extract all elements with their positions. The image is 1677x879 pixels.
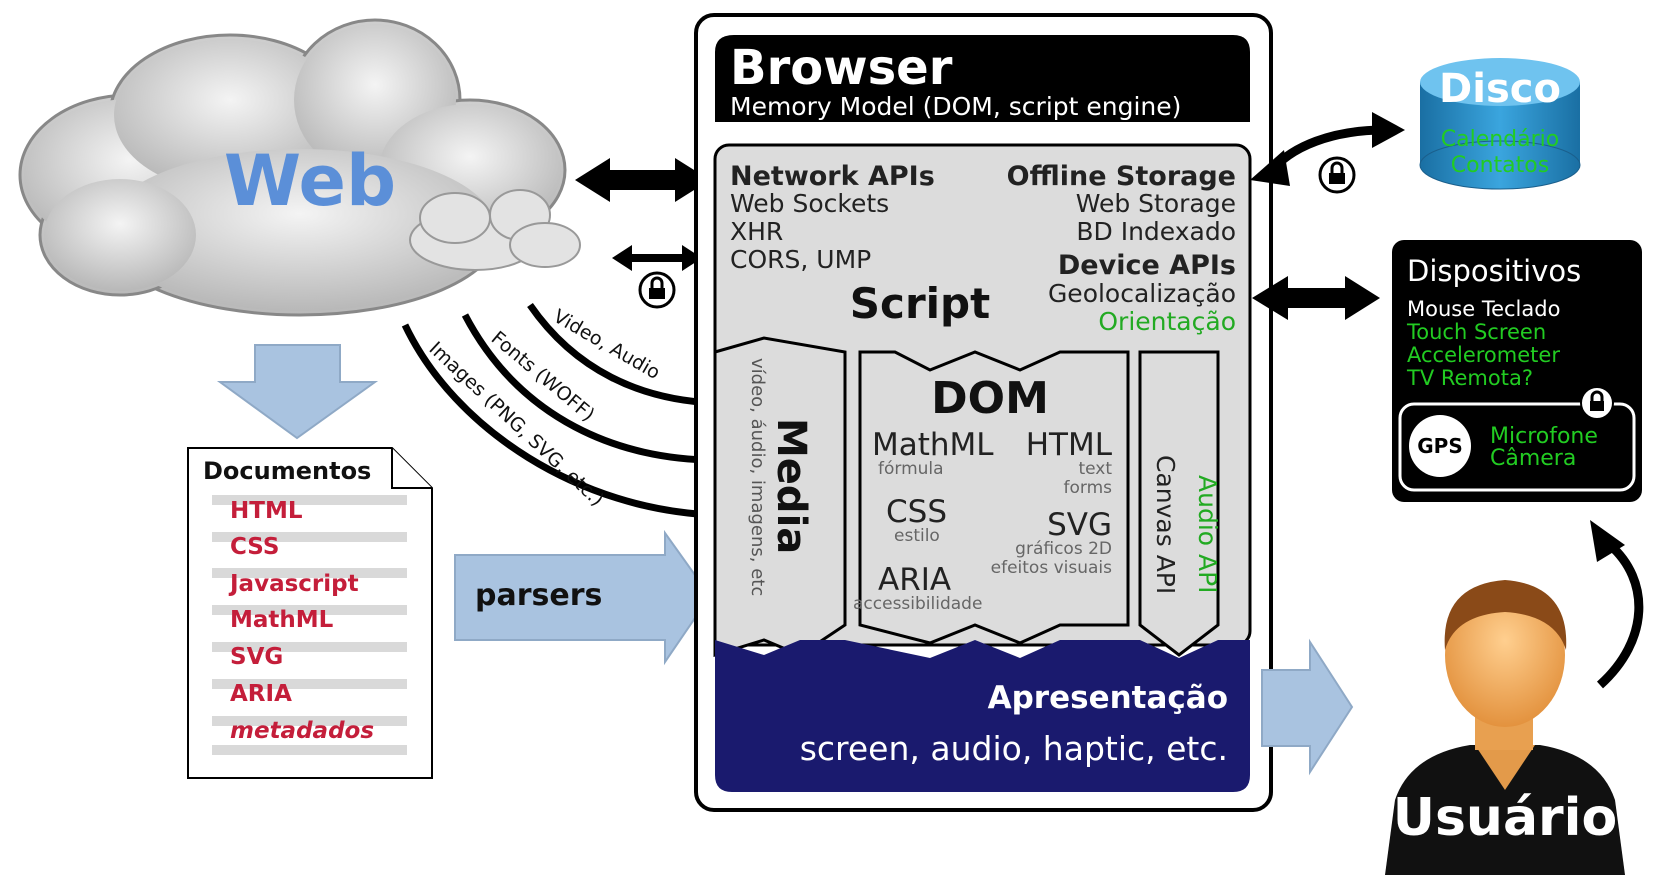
devices-camera: Câmera bbox=[1490, 446, 1576, 471]
resource-arrows bbox=[401, 303, 727, 529]
documents-title: Documentos bbox=[203, 457, 371, 485]
disk-icon: Disco Calendário Contatos bbox=[1419, 58, 1581, 190]
user-avatar-icon: Usuário bbox=[1385, 580, 1625, 875]
devices-mouse-keyboard: Mouse Teclado bbox=[1407, 297, 1560, 321]
devices-arrow bbox=[1252, 276, 1380, 320]
dom-panel: DOM MathML fórmula HTML text forms CSS e… bbox=[853, 350, 1130, 645]
devices-title: Dispositivos bbox=[1407, 254, 1581, 288]
dom-aria-sub: accessibilidade bbox=[853, 594, 982, 614]
dom-html-sub-text: text bbox=[1078, 459, 1112, 479]
device-item-orientation: Orientação bbox=[1098, 307, 1236, 336]
lock-icon bbox=[1318, 156, 1356, 194]
offline-item-indexeddb: BD Indexado bbox=[1076, 217, 1236, 246]
gps-label: GPS bbox=[1417, 434, 1462, 458]
device-item-geolocation: Geolocalização bbox=[1048, 279, 1236, 308]
presentation-panel: Apresentação screen, audio, haptic, etc. bbox=[715, 640, 1250, 792]
presentation-title: Apresentação bbox=[988, 680, 1228, 716]
dom-title: DOM bbox=[931, 373, 1049, 424]
doc-item-mathml: MathML bbox=[230, 607, 334, 633]
devices-tv-remote: TV Remota? bbox=[1406, 366, 1533, 390]
web-browser-arrows bbox=[575, 158, 710, 271]
web-label: Web bbox=[224, 140, 396, 222]
parsers-label: parsers bbox=[475, 578, 602, 613]
down-arrow-icon bbox=[216, 344, 379, 440]
doc-item-javascript: Javascript bbox=[228, 571, 359, 597]
network-item-websockets: Web Sockets bbox=[730, 189, 889, 218]
doc-item-aria: ARIA bbox=[230, 681, 292, 707]
canvas-api-label: Canvas API bbox=[1151, 455, 1180, 594]
user-devices-arrow bbox=[1590, 520, 1644, 689]
offline-storage-title: Offline Storage bbox=[1007, 161, 1236, 192]
gps-icon bbox=[1409, 415, 1471, 477]
disk-item-calendar: Calendário bbox=[1441, 127, 1560, 152]
disk-title: Disco bbox=[1439, 66, 1561, 112]
script-label: Script bbox=[850, 279, 990, 328]
media-title: Media bbox=[768, 418, 814, 554]
network-item-xhr: XHR bbox=[730, 217, 783, 246]
audio-api-label: Audio API bbox=[1193, 475, 1222, 594]
documents-page: Documentos HTML CSS Javascript MathML SV… bbox=[187, 447, 433, 779]
disk-arrow bbox=[1250, 112, 1405, 186]
dom-css-sub: estilo bbox=[894, 526, 940, 546]
doc-item-svg: SVG bbox=[230, 644, 283, 670]
dom-html: HTML bbox=[1026, 427, 1113, 463]
dom-css: CSS bbox=[886, 494, 947, 530]
user-label: Usuário bbox=[1393, 788, 1617, 848]
network-apis-title: Network APIs bbox=[730, 161, 935, 192]
doc-item-html: HTML bbox=[230, 498, 303, 524]
presentation-subtitle: screen, audio, haptic, etc. bbox=[800, 729, 1228, 768]
dom-mathml-sub: fórmula bbox=[878, 459, 944, 479]
media-panel: Media vídeo, áudio, imagens, etc bbox=[713, 336, 847, 658]
devices-touch-screen: Touch Screen bbox=[1406, 320, 1546, 344]
small-cloud bbox=[409, 189, 581, 271]
dom-html-sub-forms: forms bbox=[1064, 478, 1113, 498]
offline-item-webstorage: Web Storage bbox=[1076, 189, 1236, 218]
doc-item-metadados: metadados bbox=[230, 718, 374, 744]
browser-subtitle: Memory Model (DOM, script engine) bbox=[730, 92, 1181, 121]
dom-aria: ARIA bbox=[878, 562, 951, 598]
canvas-audio-panel: Canvas API Audio API bbox=[1138, 350, 1222, 657]
right-arrow-icon bbox=[1261, 638, 1354, 776]
media-subtitle: vídeo, áudio, imagens, etc bbox=[747, 358, 768, 596]
devices-microphone: Microfone bbox=[1490, 424, 1598, 449]
dom-svg-sub-2d: gráficos 2D bbox=[1015, 539, 1112, 559]
parsers-arrow: parsers bbox=[454, 529, 712, 666]
dom-mathml: MathML bbox=[872, 427, 994, 463]
network-item-cors: CORS, UMP bbox=[730, 245, 871, 274]
dom-svg: SVG bbox=[1047, 507, 1112, 543]
devices-accelerometer: Accelerometer bbox=[1407, 343, 1560, 367]
doc-item-css: CSS bbox=[230, 534, 279, 560]
devices-panel: Dispositivos Mouse Teclado Touch Screen … bbox=[1392, 240, 1642, 502]
dom-svg-sub-effects: efeitos visuais bbox=[991, 558, 1113, 578]
lock-icon bbox=[638, 271, 676, 309]
disk-item-contacts: Contatos bbox=[1451, 153, 1549, 178]
device-apis-title: Device APIs bbox=[1058, 250, 1236, 281]
browser-title: Browser bbox=[730, 40, 953, 96]
